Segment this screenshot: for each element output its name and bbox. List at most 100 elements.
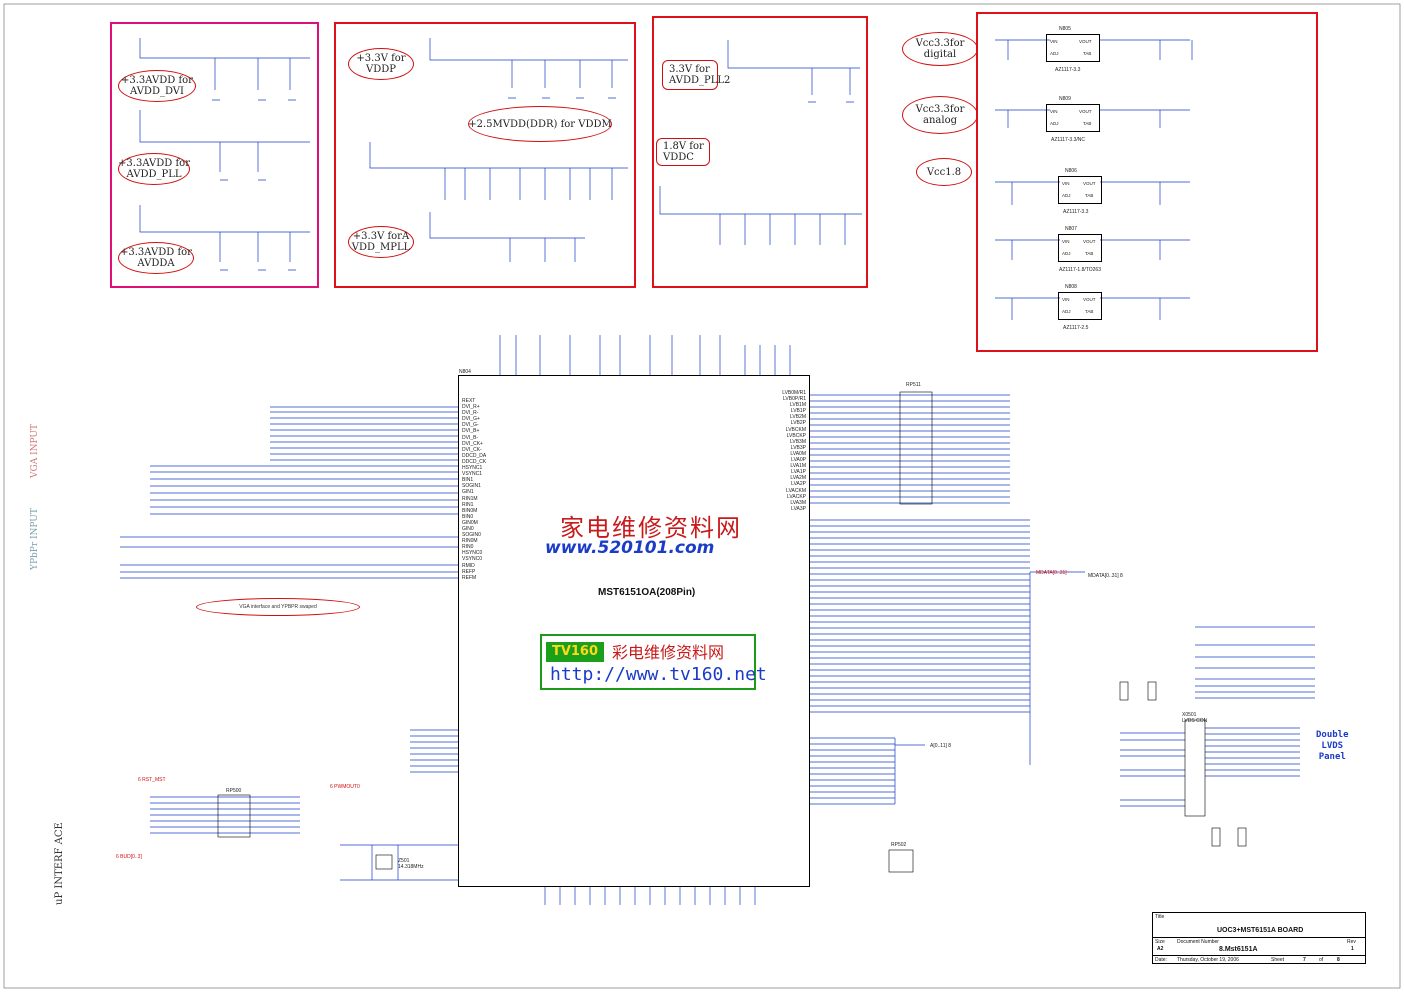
chip-right-pin: LVACKP: [787, 493, 806, 500]
regulator-n807-vin: VIN: [1062, 239, 1070, 244]
vddp-vddm-filter-group-box: [334, 22, 636, 288]
callout-vcc33-digital: Vcc3.3for digital: [902, 32, 978, 66]
of-value: 8: [1337, 957, 1340, 963]
chip-left-pin: DVI_R+: [462, 404, 480, 411]
regulator-n806-ref: N806: [1065, 168, 1077, 174]
label-rp511: RP511: [906, 382, 921, 388]
chip-left-pin: REXT: [462, 398, 476, 404]
chip-left-pin: BIN0M: [462, 507, 478, 514]
chip-left-pin: VSYNC1: [462, 471, 483, 478]
regulator-n806-adj: ADJ: [1062, 193, 1071, 198]
sheet-value: 7: [1303, 957, 1306, 963]
chip-right-pin: LVB1M: [789, 402, 806, 409]
regulator-n805-adj: ADJ: [1050, 51, 1059, 56]
regulator-n805-vin: VIN: [1050, 39, 1058, 44]
regulator-n809-vout: VOUT: [1079, 109, 1092, 114]
chip-left-pin: REFM: [462, 574, 477, 581]
regulator-n805-ref: N805: [1059, 26, 1071, 32]
regulator-n809-tab: TAB: [1083, 121, 1092, 126]
callout-vdd-mpll: +3.3V forA VDD_MPLL: [348, 226, 414, 258]
chip-left-pin: GIN1: [462, 489, 474, 496]
chip-left-pin: HSYNC0: [462, 550, 483, 557]
tv160-watermark-box: TV160 彩电维修资料网 http://www.tv160.net: [540, 634, 767, 690]
regulator-n806-vin: VIN: [1062, 181, 1070, 186]
chip-left-pin: GIN0M: [462, 519, 478, 526]
callout-avdd-dvi: +3.3AVDD for AVDD_DVI: [118, 70, 196, 102]
docnum-label: Document Number: [1177, 939, 1219, 945]
label-mdata-bus: MDATA[0..31]: [1036, 570, 1067, 576]
chip-left-pin: DDCD_DA: [462, 452, 487, 459]
of-label: of: [1319, 957, 1324, 963]
date-label: Date:: [1155, 957, 1167, 963]
sheet-label: Sheet: [1271, 957, 1285, 963]
callout-vddm: +2.5MVDD(DDR) for VDDM: [468, 106, 612, 142]
chip-left-pin: GIN0: [462, 525, 474, 532]
rev-value: 1: [1351, 946, 1354, 952]
chip-right-pin: LVA2M: [790, 475, 806, 482]
label-rp500: RP500: [226, 788, 242, 794]
vga-swap-note: VGA interface and YPBPR swaped: [196, 598, 360, 616]
callout-vddp: +3.3V for VDDP: [348, 48, 414, 80]
regulator-n806-part: AZ1117-3.3: [1063, 209, 1089, 215]
regulator-n807-vout: VOUT: [1083, 239, 1096, 244]
regulator-n805-tab: TAB: [1083, 51, 1092, 56]
chip-left-pin: RMID: [462, 562, 475, 569]
regulator-n809-adj: ADJ: [1050, 121, 1059, 126]
label-mdata-out: MDATA[0..31] 8: [1088, 573, 1123, 579]
regulator-n807-part: AZ1117-1.8/TO263: [1059, 267, 1101, 273]
tv160-url: http://www.tv160.net: [550, 664, 767, 685]
rev-label: Rev: [1347, 939, 1356, 945]
size-label: Size: [1155, 939, 1165, 945]
chip-right-pin: LVB2P: [790, 420, 806, 427]
chip-right-pin: LVA3P: [791, 505, 806, 512]
chip-right-pin: LVA0P: [791, 457, 806, 464]
regulator-n808-vout: VOUT: [1083, 297, 1096, 302]
regulator-n808: N808 VIN VOUT ADJ TAB AZ1117-2.5: [1058, 284, 1102, 331]
chip-name: MST6151OA(208Pin): [598, 587, 696, 598]
chip-left-pin: VSYNC0: [462, 556, 483, 563]
chip-left-pin: RIN0M: [462, 538, 478, 545]
chip-left-pin: RIN0: [462, 544, 474, 551]
regulator-n808-vin: VIN: [1062, 297, 1070, 302]
regulator-n808-ref: N808: [1065, 284, 1077, 290]
regulator-n809-ref: N809: [1059, 96, 1071, 102]
callout-vcc33-analog: Vcc3.3for analog: [902, 96, 978, 134]
docnum-value: 8.Mst6151A: [1219, 946, 1258, 953]
regulator-n808-tab: TAB: [1085, 309, 1094, 314]
regulator-n806-vout: VOUT: [1083, 181, 1096, 186]
label-address: A[0..11] 8: [930, 743, 952, 749]
regulator-n807-ref: N807: [1065, 226, 1077, 232]
label-rp502: RP502: [891, 842, 907, 848]
label-crystal: Z501 14.318MHz: [398, 858, 424, 870]
callout-avdd-pll: +3.3AVDD for AVDD_PLL: [118, 153, 190, 185]
regulator-group-box: [976, 12, 1318, 352]
callout-avdda: +3.3AVDD for AVDDA: [118, 242, 194, 274]
callout-avdd-pll2: 3.3V for AVDD_PLL2: [662, 60, 730, 90]
chip-left-pin: SOGIN0: [462, 532, 481, 539]
label-rst-mst: 6 RST_MST: [138, 777, 166, 783]
chip-left-pin: HSYNC1: [462, 465, 483, 472]
chip-right-pin: LVBCKP: [786, 432, 806, 439]
chip-left-pin: BIN1: [462, 477, 474, 484]
regulator-n807: N807 VIN VOUT ADJ TAB AZ1117-1.8/TO263: [1058, 226, 1102, 273]
regulator-n808-part: AZ1117-2.5: [1063, 325, 1089, 331]
regulator-n807-adj: ADJ: [1062, 251, 1071, 256]
regulator-n809-part: AZ1117-3.3/NC: [1051, 137, 1085, 143]
chip-right-pin: LVB0M/R1: [782, 390, 806, 396]
chip-left-pin: DVI_G+: [462, 416, 480, 423]
chip-right-pin: LVBCKM: [785, 426, 806, 433]
regulator-n806-tab: TAB: [1085, 193, 1094, 198]
callout-vddc: 1.8V for VDDC: [656, 138, 710, 166]
size-value: A2: [1157, 946, 1164, 952]
chip-right-pin: LVB0P/R1: [783, 396, 806, 403]
title-text: UOC3+MST6151A BOARD: [1217, 927, 1304, 934]
chip-right-pin: LVA2P: [791, 481, 806, 488]
side-label-up-interface: uP INTERF ACE: [54, 822, 65, 905]
watermark-url: www.520101.com: [545, 538, 715, 558]
regulator-n805-vout: VOUT: [1079, 39, 1092, 44]
watermark-cn: 家电维修资料网: [560, 514, 742, 542]
chip-right-pin: LVA1M: [790, 463, 806, 470]
